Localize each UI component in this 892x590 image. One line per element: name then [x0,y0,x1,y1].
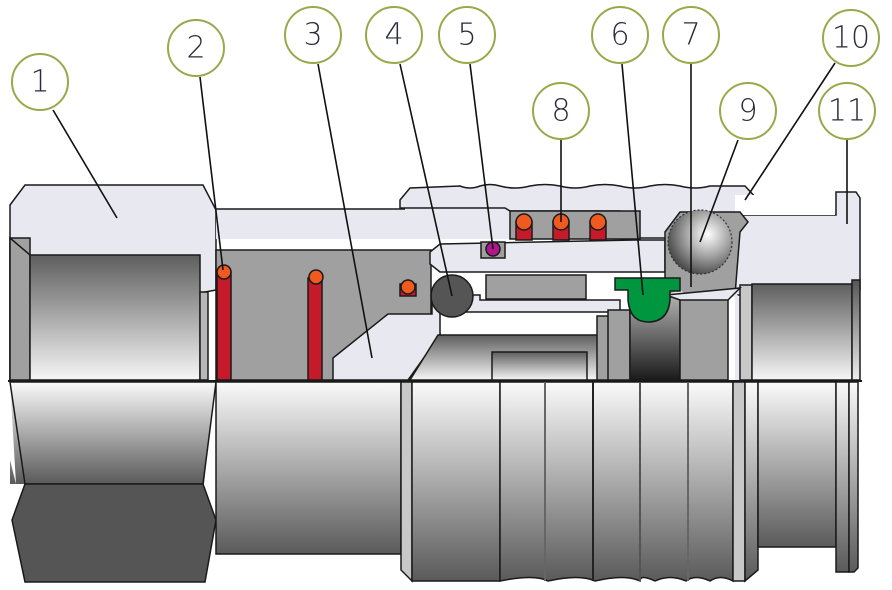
callout-8: 8 [532,82,590,140]
callout-label: 2 [186,31,205,66]
callout-6: 6 [591,6,649,64]
callout-ring [11,53,69,111]
callout-label: 10 [832,21,870,56]
callout-ring [365,6,423,64]
callout-label: 1 [30,65,49,100]
callout-2: 2 [167,19,225,77]
callout-label: 8 [551,94,570,129]
hex-nut-section [9,184,217,381]
small-seal-3 [399,279,417,297]
callout-ring [284,6,342,64]
spring-bar [307,277,323,381]
callout-ring [591,6,649,64]
callout-label: 9 [738,94,757,129]
spring-coil-end [308,269,324,285]
callout-ring [818,82,876,140]
seal-6 [614,277,681,323]
leader-lines [52,62,848,359]
callout-1: 1 [11,53,69,111]
body-exterior [215,381,402,555]
callout-label: 6 [610,18,629,53]
callout-ring [167,19,225,77]
callout-11: 11 [818,82,876,140]
callout-9: 9 [719,82,777,140]
callout-ring [822,9,880,67]
callout-label: 11 [828,94,866,129]
adapter-exterior [744,381,859,583]
sleeve-exterior [400,381,746,583]
callout-ring [719,82,777,140]
callout-3: 3 [284,6,342,64]
hex-nut-exterior [9,381,217,583]
seal-5 [480,241,506,259]
callout-7: 7 [662,6,720,64]
callout-10: 10 [822,9,880,67]
callout-5: 5 [438,6,496,64]
callout-label: 4 [384,18,403,53]
callout-label: 7 [681,18,700,53]
callout-4: 4 [365,6,423,64]
callout-ring [532,82,590,140]
callout-ring [438,6,496,64]
callout-label: 5 [457,18,476,53]
callout-label: 3 [303,18,322,53]
spring-coils [216,264,324,381]
callout-ring [662,6,720,64]
spring-coil-end [216,264,232,280]
spring-bar [216,271,232,381]
